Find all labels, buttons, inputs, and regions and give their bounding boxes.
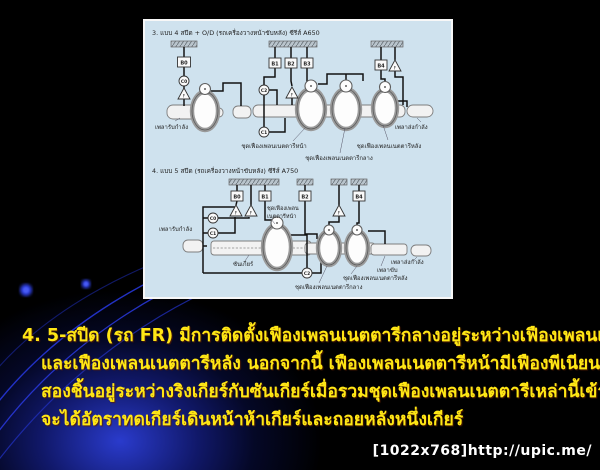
b4-label: B4 [355, 195, 363, 201]
d2-clutch-c1: C1 [207, 227, 219, 239]
caption-line-4: จะได้อัตราทดเกียร์เดินหน้าห้าเกียร์และถอ… [41, 410, 464, 430]
d1-oneway-f1: F [285, 86, 299, 99]
d2-brake-b0: B0 [230, 190, 244, 202]
d2-brake-b2: B2 [298, 190, 312, 202]
c2-label: C2 [261, 88, 267, 94]
b2-label: B2 [287, 62, 295, 68]
d1-wiring [183, 47, 408, 133]
d2-output-shaft [410, 244, 432, 257]
f-label: F [183, 94, 186, 99]
diagram1-title: 3. แบบ 4 สปีด + O/D (รถเครื่องวางหน้าขับ… [152, 28, 320, 37]
d1-front-planetary [294, 79, 328, 132]
d1-oneway-f0: F [177, 87, 191, 100]
b4-label: B4 [377, 64, 385, 70]
d2-middle-planetary [315, 224, 343, 268]
d2-intermediate-shaft [370, 243, 408, 256]
caption-line-1: 4. 5-สปีด (รถ FR) มีการติดตั้งเฟืองเพลนเ… [22, 326, 600, 346]
d1-brake-b2: B2 [284, 57, 298, 69]
d1-front-planetary-label: ชุดเฟืองเพลนเนตตารีหน้า [241, 142, 306, 150]
c1-label: C1 [261, 130, 267, 136]
watermark: [1022x768]http://upic.me/ [372, 443, 592, 459]
transmission-diagrams: 3. แบบ 4 สปีด + O/D (รถเครื่องวางหน้าขับ… [152, 28, 434, 291]
d1-output-shaft-label: เพลาส่งกำลัง [395, 123, 428, 131]
d2-output-shaft-label: เพลาส่งกำลัง [391, 258, 424, 266]
diagram-a750: 4. แบบ 5 สปีด (รถเครื่องวางหน้าขับหลัง) … [152, 166, 432, 291]
d1-clutch-c2: C2 [258, 84, 270, 96]
ground-hatch [268, 40, 318, 48]
diagram-a650: 3. แบบ 4 สปีด + O/D (รถเครื่องวางหน้าขับ… [152, 28, 434, 162]
c0-label: C0 [210, 216, 216, 222]
d1-oneway-f2: F [388, 59, 402, 72]
d1-clutch-c1: C1 [258, 126, 270, 138]
d2-middle-planetary-label: ชุดเฟืองเพลนเนตตารีกลาง [295, 283, 363, 291]
ground-hatch [370, 40, 404, 48]
c2-label: C2 [304, 271, 310, 277]
b2-label: B2 [301, 195, 309, 201]
f-label: F [394, 66, 397, 71]
d2-brake-b4: B4 [352, 190, 366, 202]
d2-clutch-c0: C0 [207, 212, 219, 224]
caption-line-2: และเฟืองเพลนเนตตารีหลัง นอกจากนี้ เฟืองเ… [41, 354, 600, 374]
d2-input-shaft [182, 239, 204, 253]
c1-label: C1 [210, 231, 216, 237]
d1-brake-b4: B4 [374, 59, 388, 71]
ground-hatch [296, 178, 314, 186]
orbit-dots [20, 279, 91, 296]
d2-oneway-f3: F [332, 204, 346, 217]
d2-rear-planetary-label: ชุดเฟืองเพลนเนตตารีหลัง [343, 274, 408, 282]
d2-brake-b1: B1 [258, 190, 272, 202]
d1-clutch-c0: C0 [178, 75, 190, 87]
f-label: F [235, 211, 238, 216]
b3-label: B3 [303, 62, 311, 68]
d1-rear-planetary [370, 80, 400, 129]
d2-input-shaft-label: เพลารับกำลัง [159, 225, 192, 233]
caption-text: 4. 5-สปีด (รถ FR) มีการติดตั้งเฟืองเพลนเ… [22, 322, 600, 434]
b0-label: B0 [233, 195, 241, 201]
d2-front-planetary-label-1: ชุดเฟืองเพลน [267, 205, 299, 212]
d2-drive-shaft-label: เพลาขับ [377, 266, 398, 274]
d1-brake-b0: B0 [177, 56, 191, 68]
ground-hatch [330, 178, 348, 186]
ground-hatch [350, 178, 368, 186]
f-label: F [291, 93, 294, 98]
d2-oneway-f1: F [229, 204, 243, 217]
d1-input-shaft-label: เพลารับกำลัง [155, 123, 188, 131]
d1-brake-b3: B3 [300, 57, 314, 69]
d1-middle-planetary-label: ชุดเฟืองเพลนเนตตารีกลาง [305, 154, 373, 162]
diagram-panel: 3. แบบ 4 สปีด + O/D (รถเครื่องวางหน้าขับ… [143, 19, 453, 299]
glow-dot-core [23, 287, 29, 293]
ground-hatch [170, 40, 198, 48]
f-label: F [338, 211, 341, 216]
b0-label: B0 [180, 61, 188, 67]
d1-middle-planetary [329, 79, 363, 132]
f-label: F [250, 211, 253, 216]
d1-rear-planetary-label: ชุดเฟืองเพลนเนตตารีหลัง [357, 142, 422, 150]
glow-dot-core [83, 281, 89, 287]
b1-label: B1 [271, 62, 279, 68]
d2-front-planetary [260, 216, 294, 272]
d1-inter-shaft [232, 105, 252, 119]
caption-line-3: สองชิ้นอยู่ระหว่างริงเกียร์กับซันเกียร์เ… [41, 382, 600, 402]
d1-overdrive-planetary [189, 82, 221, 133]
diagram2-title: 4. แบบ 5 สปีด (รถเครื่องวางหน้าขับหลัง) … [152, 166, 298, 175]
d1-main-shaft [252, 104, 406, 118]
d1-output-shaft [406, 104, 434, 118]
d2-front-planetary-label-2: เนตตารีหน้า [267, 213, 296, 220]
d2-oneway-f2: F [244, 204, 258, 217]
c0-label: C0 [181, 79, 187, 85]
d2-sun-gear-label: ซันเกียร์ [233, 260, 253, 268]
d2-clutch-c2: C2 [301, 267, 313, 279]
d1-brake-b1: B1 [268, 57, 282, 69]
ground-hatch [228, 178, 280, 186]
d2-rear-planetary [343, 224, 371, 268]
b1-label: B1 [261, 195, 269, 201]
